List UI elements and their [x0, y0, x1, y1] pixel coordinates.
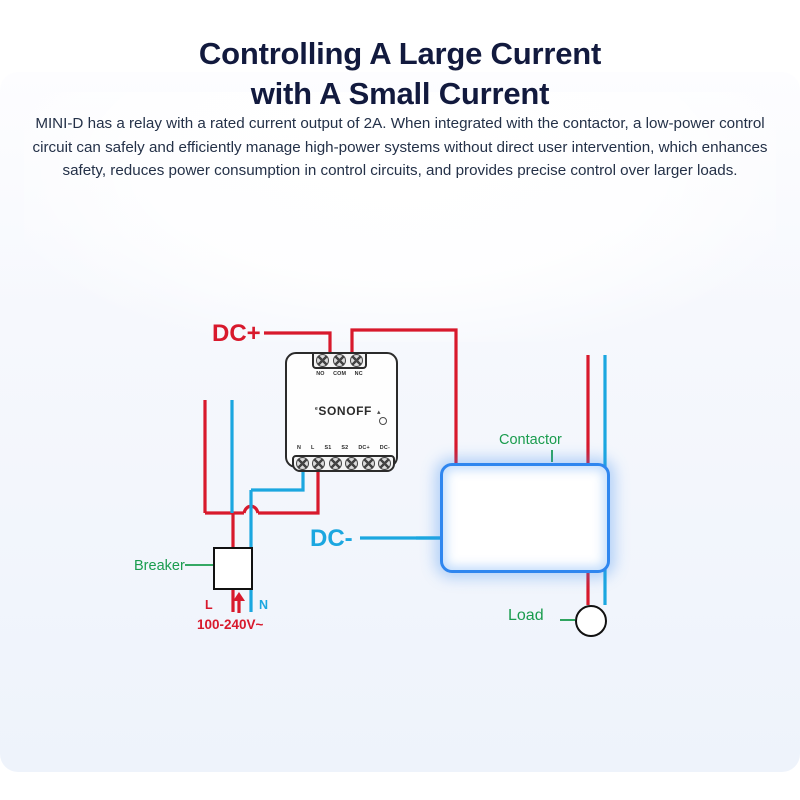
label-load: Load — [508, 607, 544, 624]
terminal-label-s1: S1 — [324, 445, 332, 451]
bottom-terminal-block — [292, 455, 395, 472]
mains-supply-arrow — [233, 592, 245, 613]
annotation-leaders — [185, 450, 575, 621]
screw-terminal-s1 — [328, 457, 342, 470]
screw-terminal-dcm — [378, 457, 392, 470]
terminal-label-dcp: DC+ — [358, 445, 370, 451]
screw-terminal-dcp — [361, 457, 375, 470]
label-line-N: N — [259, 598, 269, 612]
screw-terminal-no — [316, 354, 329, 367]
page-title: Controlling A Large Current with A Small… — [40, 34, 760, 113]
screw-terminal-nc — [350, 354, 363, 367]
sonoff-mini-d-device: NO COM NC eSONOFF ▴ N L S1 S2 DC+ DC- — [285, 352, 400, 472]
page-title-line-1: Controlling A Large Current — [198, 36, 602, 71]
label-breaker: Breaker — [134, 558, 185, 574]
wire-L-to-device-terminal — [258, 468, 320, 515]
screw-terminal-l — [312, 457, 326, 470]
label-line-L: L — [205, 598, 213, 612]
label-dc-plus: DC+ — [212, 320, 261, 347]
label-dc-minus: DC- — [310, 525, 353, 552]
screw-terminal-n — [295, 457, 309, 470]
sonoff-brand-logo: eSONOFF — [287, 404, 400, 418]
screw-terminal-com — [333, 354, 346, 367]
terminal-label-s2: S2 — [341, 445, 349, 451]
top-terminal-block — [312, 352, 367, 369]
top-terminal-labels: NO COM NC — [312, 371, 367, 377]
terminal-label-no: NO — [316, 371, 325, 377]
sonoff-brand-text: SONOFF — [318, 404, 372, 418]
contactor-box — [440, 463, 610, 573]
label-voltage: 100-240V~ — [197, 617, 264, 632]
status-led-icon — [379, 417, 387, 425]
terminal-label-nc: NC — [354, 371, 363, 377]
wire-N-to-device-terminal — [251, 468, 305, 492]
page-title-line-2: with A Small Current — [250, 75, 550, 111]
bottom-terminal-labels: N L S1 S2 DC+ DC- — [292, 445, 395, 451]
terminal-label-com: COM — [333, 371, 347, 377]
wire-dcplus-to-com — [264, 331, 332, 352]
description-paragraph: MINI-D has a relay with a rated current … — [32, 115, 768, 180]
sonoff-brand-sup: e — [315, 406, 319, 412]
wifi-icon: ▴ — [377, 409, 381, 416]
terminal-label-l: L — [311, 445, 315, 451]
terminal-label-dcm: DC- — [379, 445, 390, 451]
load-lamp — [575, 605, 607, 637]
screw-terminal-s2 — [345, 457, 359, 470]
breaker-box — [213, 547, 253, 590]
label-contactor: Contactor — [499, 432, 562, 448]
terminal-label-n: N — [296, 445, 302, 451]
